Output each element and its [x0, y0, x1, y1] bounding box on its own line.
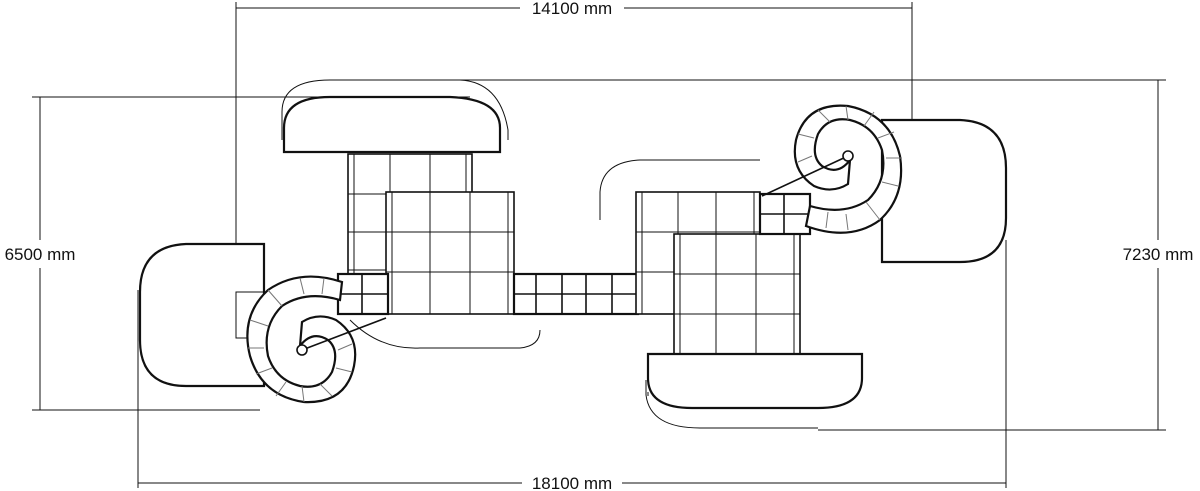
left-roof — [282, 95, 502, 154]
right-spiral-slide — [761, 104, 903, 234]
dimension-right-label: 7230 mm — [1123, 245, 1194, 264]
left-tower — [347, 153, 515, 315]
dimension-bottom: 18100 mm — [137, 240, 1007, 491]
safety-zones — [225, 79, 818, 429]
dimension-left: 6500 mm — [5, 96, 470, 411]
right-top-canopy — [880, 118, 1008, 264]
bottom-right-roof — [646, 352, 864, 410]
bridge — [512, 272, 640, 316]
right-tower — [635, 191, 801, 357]
left-connector — [336, 272, 390, 316]
left-spiral-slide — [246, 275, 387, 404]
left-canopy — [138, 242, 266, 388]
dimension-top-label: 14100 mm — [532, 0, 612, 18]
dimension-bottom-label: 18100 mm — [532, 474, 612, 491]
dimension-left-label: 6500 mm — [5, 245, 76, 264]
dimension-top: 14100 mm — [235, 0, 913, 330]
dimension-right: 7230 mm — [420, 79, 1194, 431]
right-connector — [758, 192, 812, 236]
